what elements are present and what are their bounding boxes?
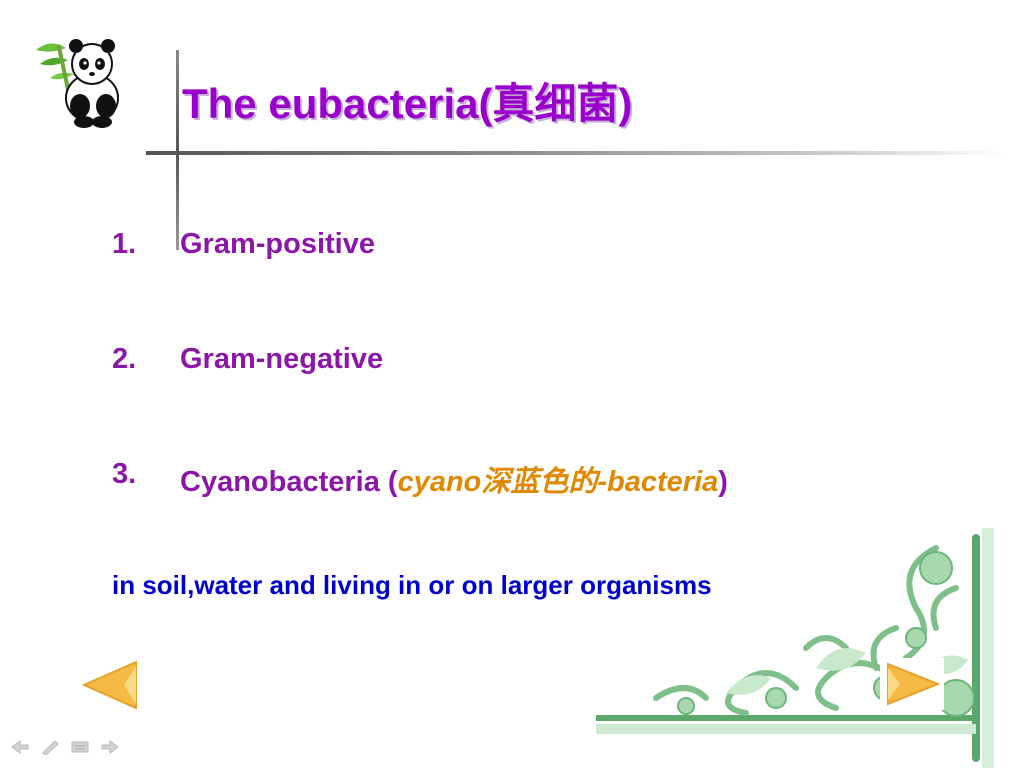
- menu-icon[interactable]: [70, 739, 90, 755]
- slide-note: in soil,water and living in or on larger…: [112, 570, 712, 600]
- list-item-text: Gram-positive: [180, 228, 375, 260]
- panda-bamboo-icon: [36, 39, 119, 128]
- list-item-number: 1.: [112, 228, 137, 260]
- horizontal-divider: [146, 151, 1006, 155]
- left-arrow-icon[interactable]: [80, 660, 140, 710]
- list-item-text: Gram-negative: [180, 343, 384, 375]
- right-arrow-icon[interactable]: [880, 658, 944, 710]
- list-item-text-after: ): [718, 466, 728, 498]
- slide-title: The eubacteria(真细菌): [182, 80, 633, 127]
- back-icon[interactable]: [10, 739, 30, 755]
- highlight-text: cyano深蓝色的-bacteria: [397, 466, 719, 498]
- vertical-divider: [176, 50, 179, 250]
- forward-icon[interactable]: [100, 739, 120, 755]
- ornament-corner-decoration: [596, 528, 994, 768]
- pen-icon[interactable]: [40, 739, 60, 756]
- list-item-text-before: Cyanobacteria (: [180, 466, 398, 498]
- list-item-number: 3.: [112, 458, 137, 490]
- slideshow-toolbar: [10, 738, 120, 756]
- list-item-number: 2.: [112, 343, 137, 375]
- list-item-text: Cyanobacteria (cyano深蓝色的-bacteria): [180, 458, 728, 500]
